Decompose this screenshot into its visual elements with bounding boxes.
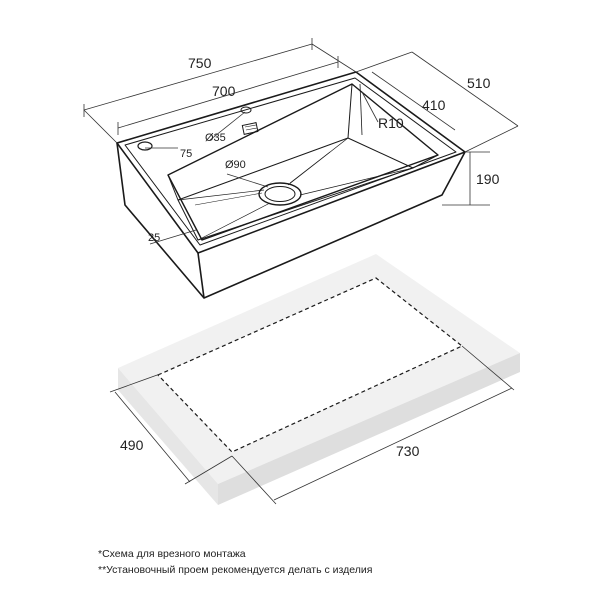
notes-block: *Схема для врезного монтажа **Установочн… (98, 546, 372, 578)
note-cutout-recommendation: **Установочный проем рекомендуется делат… (98, 564, 373, 576)
dim-overall-width: 750 (188, 55, 212, 71)
drain-icon (258, 182, 302, 206)
dim-cutout-width: 730 (396, 443, 420, 459)
cutout-opening (156, 277, 464, 453)
dim-corner-radius: R10 (378, 115, 404, 131)
dim-cutout-depth: 490 (120, 437, 144, 453)
dim-rim-width: 25 (148, 232, 160, 244)
dim-bowl-height: 190 (476, 171, 500, 187)
cutout-dimension-lines (109, 345, 515, 505)
dim-drain: Ø90 (225, 159, 246, 171)
dim-tap-offset: 75 (180, 148, 192, 160)
dim-bowl-depth: 410 (422, 97, 446, 113)
dim-tap-hole: Ø35 (205, 132, 226, 144)
sink-bowl (167, 83, 439, 241)
note-mounting-type: *Схема для врезного монтажа (98, 548, 246, 560)
sink-dimension-lines (83, 38, 519, 245)
overflow-slot-icon (241, 122, 259, 135)
tap-hole-icon (137, 106, 252, 151)
dim-overall-depth: 510 (467, 75, 491, 91)
dim-bowl-width: 700 (212, 83, 236, 99)
